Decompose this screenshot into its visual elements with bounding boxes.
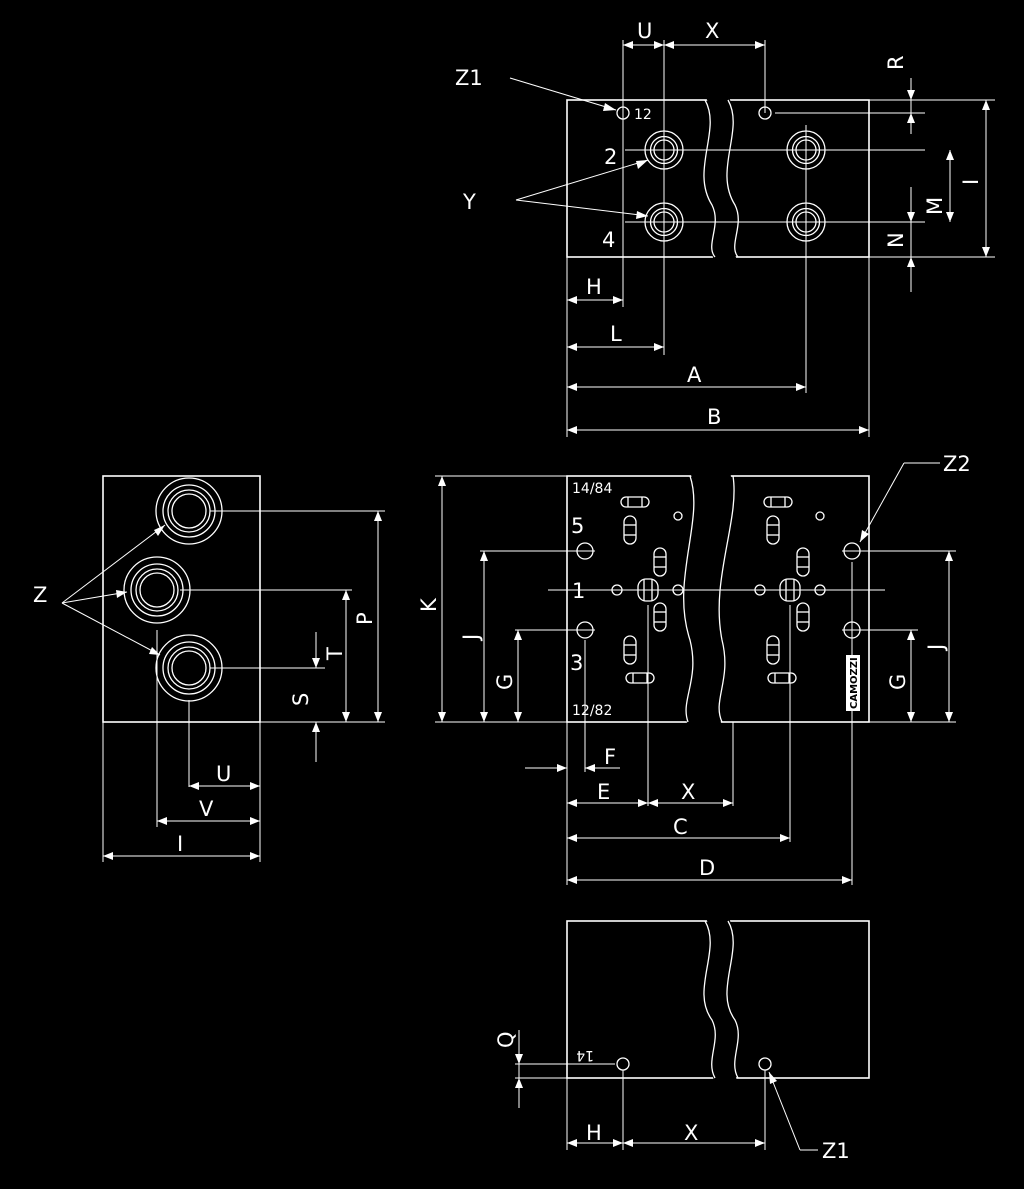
dim-F: F: [604, 745, 616, 769]
dim-C: C: [673, 815, 688, 839]
dim-G-right: G: [886, 674, 910, 690]
valve-slot: [767, 672, 797, 684]
dim-Q: Q: [494, 1031, 518, 1048]
dim-N: N: [884, 232, 908, 248]
port-3: 3: [570, 651, 583, 675]
dim-E: E: [597, 780, 610, 804]
dim-P: P: [353, 612, 377, 625]
break-gap: [703, 916, 739, 1083]
dim-H: H: [586, 275, 602, 299]
valve-slot: [766, 515, 780, 545]
dim-S: S: [289, 693, 313, 706]
z1-hole: [758, 1057, 772, 1071]
dim-I: I: [959, 179, 983, 185]
port-12: 12: [634, 107, 652, 123]
port-4: 4: [602, 228, 615, 252]
port-14: 14: [576, 1047, 594, 1063]
side-view-labels: Z U V I P T S: [33, 583, 377, 856]
valve-slot: [620, 496, 650, 508]
valve-slot: [625, 672, 655, 684]
valve-slot: [796, 602, 810, 632]
port-12-82: 12/82: [572, 703, 612, 719]
dim-J-right: J: [924, 644, 948, 652]
dim-I-side: I: [177, 832, 183, 856]
callout-Y: Y: [462, 190, 476, 214]
dim-H-bottom: H: [586, 1121, 602, 1145]
port-5: 5: [571, 514, 584, 538]
dim-X: X: [705, 19, 719, 43]
z1-hole: [616, 1057, 630, 1071]
top-view-labels: U X Z1 12 2 4 Y H L A B R M N I: [455, 19, 983, 429]
brand-plate: [846, 655, 860, 711]
dim-J: J: [459, 634, 483, 642]
brand-mark: CAMOZZI: [849, 657, 860, 709]
bottom-view: [515, 916, 870, 1151]
dim-A: A: [687, 363, 702, 387]
front-view: [435, 462, 956, 885]
dim-B: B: [707, 405, 721, 429]
dim-U: U: [637, 19, 652, 43]
top-view: [509, 40, 995, 437]
front-view-labels: 14/84 5 1 3 12/82 Z2 F E X C D K J G G J…: [417, 452, 971, 880]
dim-M: M: [923, 197, 947, 215]
dim-V: V: [199, 797, 214, 821]
valve-slot: [766, 635, 780, 665]
dim-T: T: [323, 647, 347, 661]
side-view: [61, 475, 385, 862]
valve-slot: [796, 547, 810, 577]
dim-D: D: [699, 856, 715, 880]
side-view-block: [102, 475, 261, 723]
port-14-84: 14/84: [572, 481, 612, 497]
dim-K: K: [417, 597, 441, 612]
valve-slot: [623, 515, 637, 545]
callout-Z1-bottom: Z1: [822, 1139, 850, 1163]
dim-R: R: [884, 55, 908, 70]
dim-U-side: U: [216, 762, 231, 786]
dim-G: G: [493, 674, 517, 690]
dim-X-bottom: X: [684, 1121, 698, 1145]
port-2: 2: [604, 145, 617, 169]
callout-Z1: Z1: [455, 66, 483, 90]
valve-slot: [623, 635, 637, 665]
break-gap: [703, 95, 739, 262]
callout-Z2: Z2: [943, 452, 971, 476]
dim-L: L: [610, 322, 622, 346]
dim-X-front: X: [681, 780, 695, 804]
port-1: 1: [572, 579, 585, 603]
bottom-view-labels: 14 H X Z1 Q: [494, 1031, 850, 1163]
valve-slot: [653, 547, 667, 577]
valve-slot: [653, 602, 667, 632]
break-gap: [683, 471, 732, 727]
callout-Z: Z: [33, 583, 47, 607]
valve-slot: [763, 496, 793, 508]
